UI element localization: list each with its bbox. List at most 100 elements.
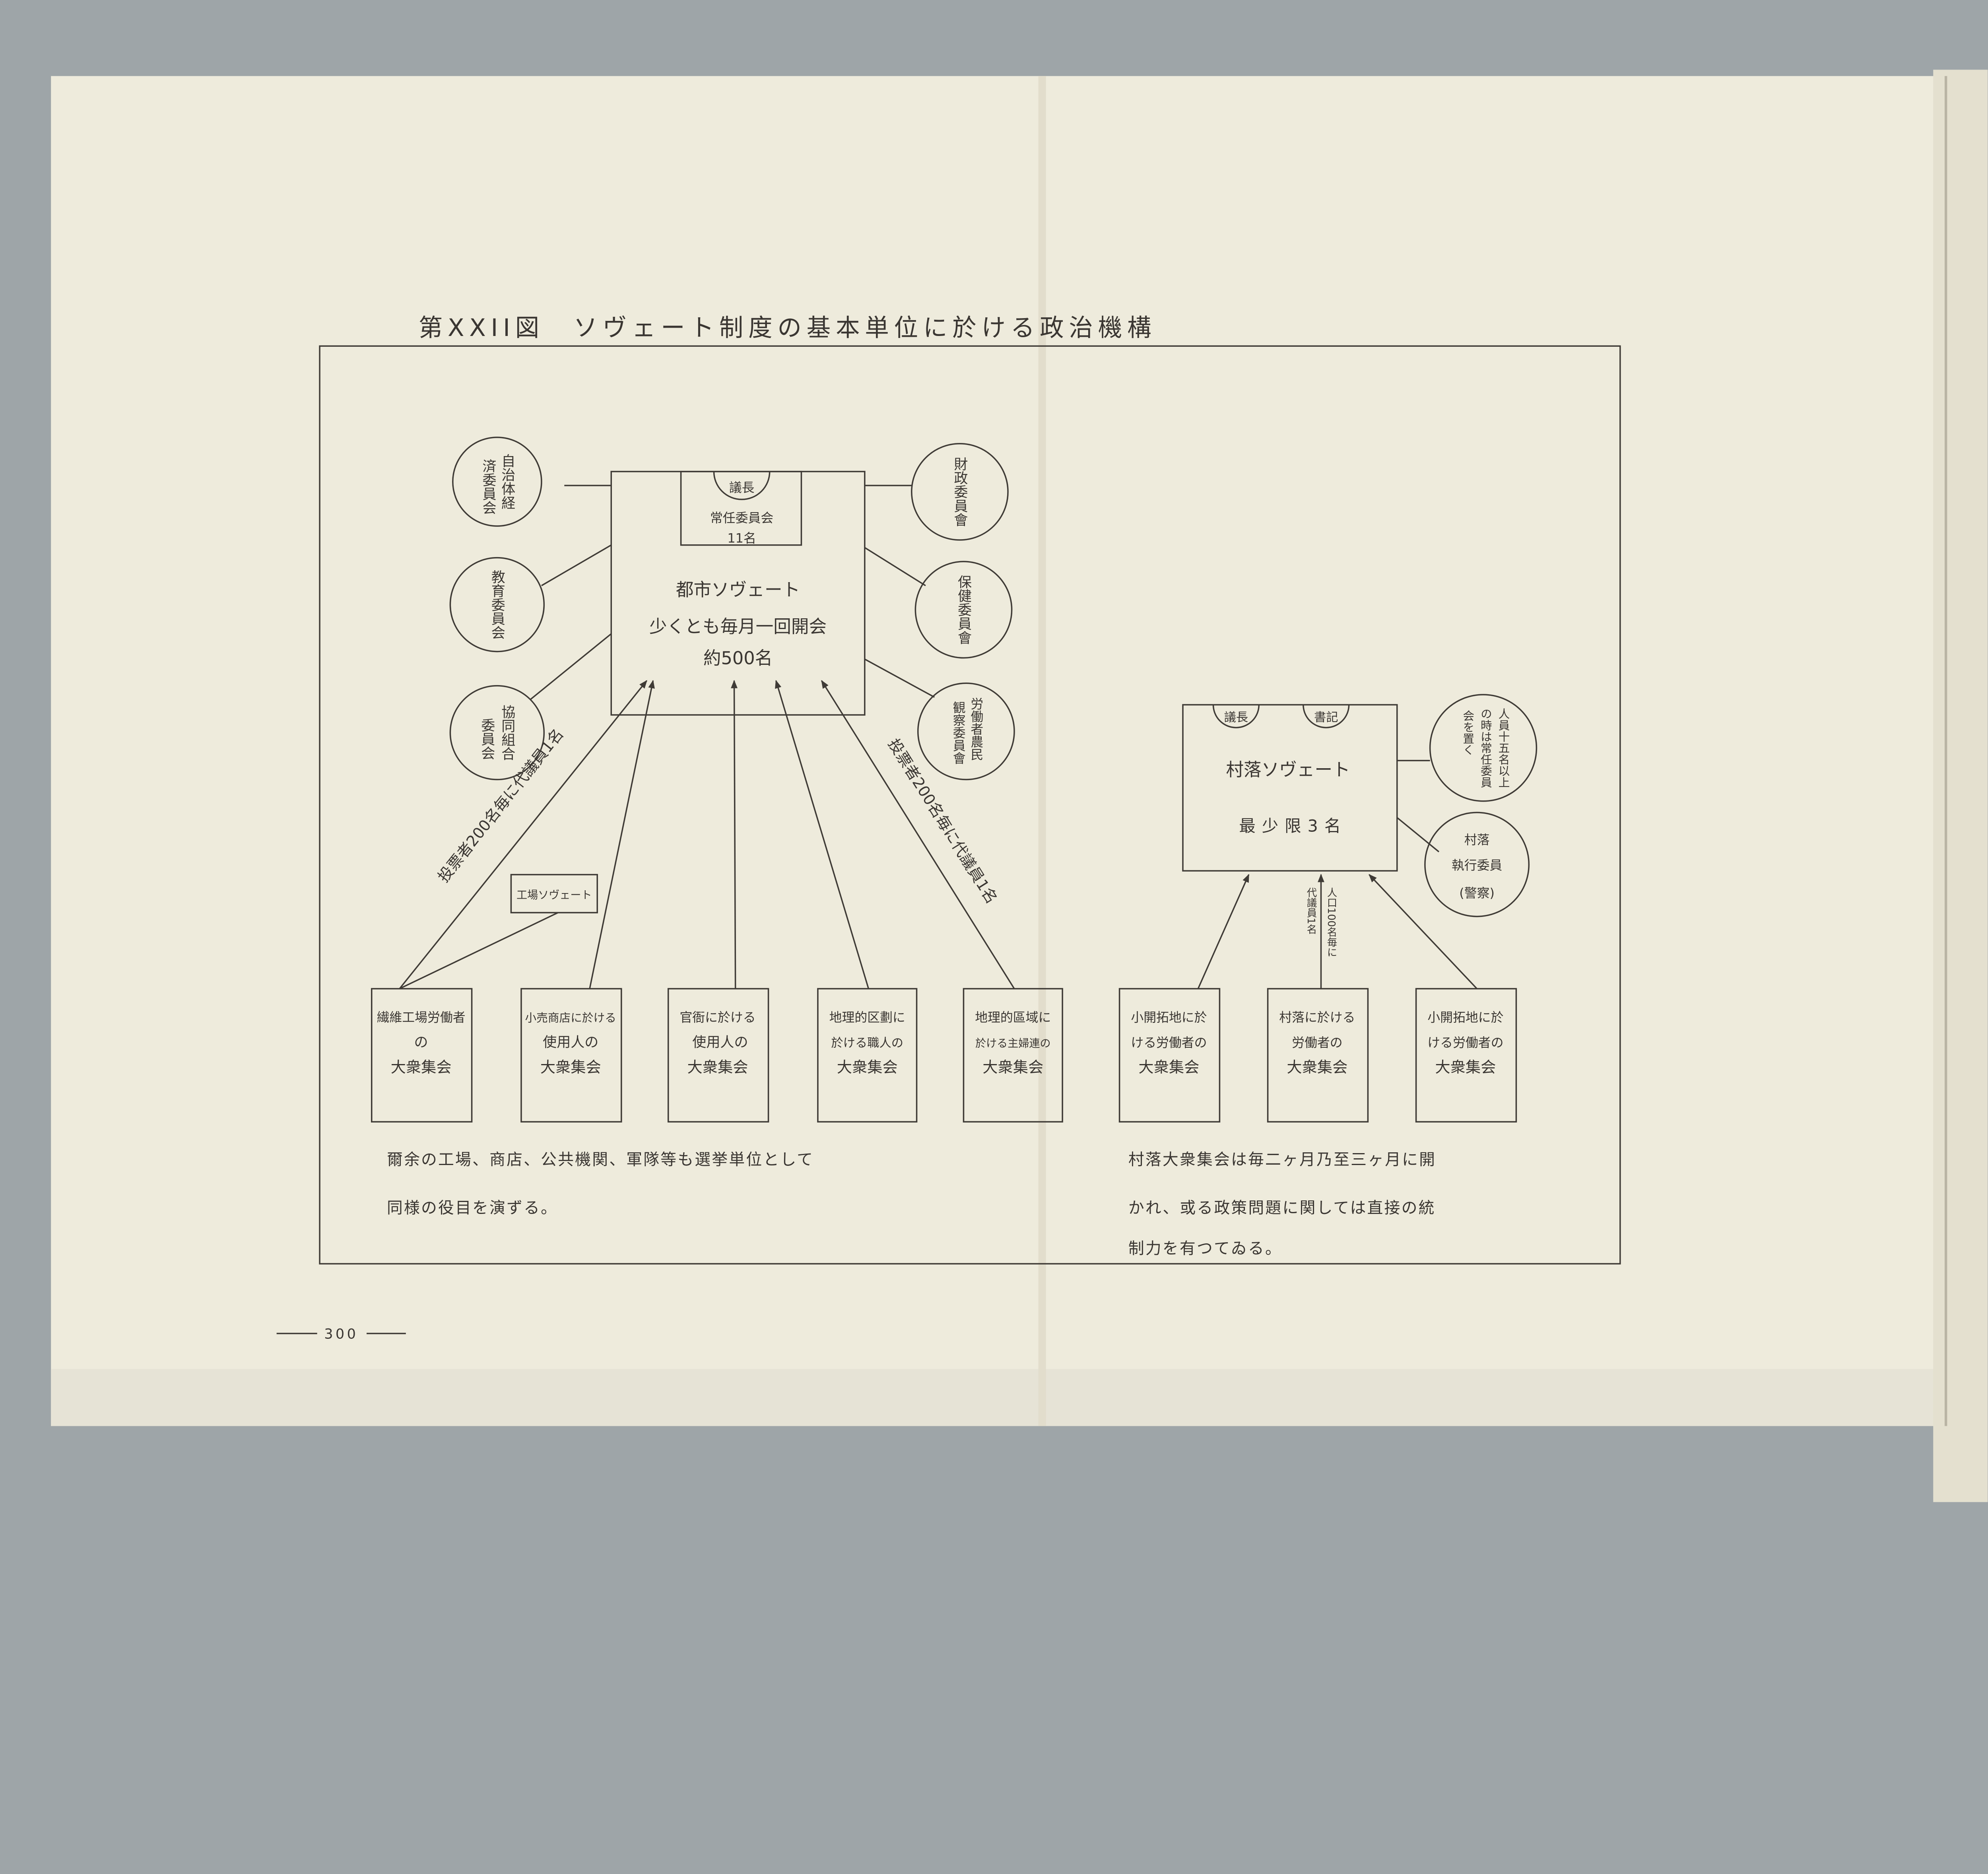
committee-text: 教育委員会 [489, 570, 505, 639]
assembly-text: 小開拓地に於 [1427, 1010, 1503, 1025]
connector-line [399, 912, 559, 990]
committee-text: 済委員会 [480, 459, 497, 515]
committee-text: 財政委員會 [951, 457, 968, 526]
assembly-text: 大衆集会 [1435, 1058, 1496, 1076]
city-soviet-meeting: 少くとも毎月一回開会 [649, 616, 827, 637]
standing-committee-count: 11名 [727, 530, 756, 546]
assembly-text: 大衆集会 [687, 1058, 748, 1076]
city-chair-label: 議長 [729, 480, 755, 495]
assembly-text: 大衆集会 [540, 1058, 601, 1076]
assembly-text: 大衆集会 [391, 1058, 452, 1076]
committee-text: 協同組合 [499, 705, 515, 760]
arrow-up [731, 680, 738, 989]
village-chair-label: 議長 [1224, 711, 1248, 724]
committee-circle-finance: 財政委員會 [911, 443, 1009, 541]
assembly-text: 地理的區域に [975, 1010, 1051, 1025]
village-soviet-name: 村落ソヴェート [1226, 759, 1350, 780]
village-secretary-label: 書記 [1314, 711, 1338, 724]
assembly-text: の [414, 1034, 428, 1051]
figure-frame [319, 345, 1621, 1265]
assembly-text: ける労働者の [1131, 1035, 1207, 1050]
village-vote-label-2: 代議員1名 [1305, 887, 1317, 934]
village-soviet-box: 議長 書記 村落ソヴェート 最少限3名 [1182, 704, 1398, 872]
assembly-text: 地理的区劃に [829, 1010, 905, 1025]
arrow-up [775, 680, 870, 989]
committee-text: の時は常任委員 [1479, 708, 1493, 788]
paper-lower-strip [51, 1369, 1946, 1426]
assembly-text: 大衆集会 [982, 1058, 1043, 1076]
assembly-box-textile-workers: 繊維工場労働者 の 大衆集会 [371, 988, 473, 1123]
assembly-text: 大衆集会 [837, 1058, 898, 1076]
committee-text: (警察) [1459, 886, 1495, 901]
committee-text: 観察委員會 [951, 701, 966, 765]
factory-soviet-box [510, 874, 598, 914]
arrow-up [399, 680, 647, 989]
factory-soviet-label: 工場ソヴェート [516, 889, 592, 901]
assembly-box-shop-employees: 小売商店に於ける 使用人の 大衆集会 [520, 988, 622, 1123]
city-soviet-name: 都市ソヴェート [676, 579, 800, 600]
arrow-up [1197, 874, 1250, 989]
note-right-line-3: 制力を有つてゐる。 [1128, 1239, 1282, 1258]
assembly-text: 大衆集会 [1138, 1058, 1199, 1076]
connector-line [864, 547, 926, 586]
assembly-text: 小開拓地に於 [1131, 1010, 1207, 1025]
document-page-scan: 第XXII図 ソヴェート制度の基本単位に於ける政治機構 議長 常任委員会 11名… [51, 70, 1988, 1502]
city-soviet-box: 議長 常任委員会 11名 都市ソヴェート 少くとも毎月一回開会 約500名 [610, 471, 866, 716]
connector-line [864, 658, 935, 698]
committee-text: 人員十五名以上 [1497, 708, 1510, 788]
assembly-text: 於ける職人の [831, 1036, 903, 1050]
chair-semicircle [1212, 705, 1260, 728]
assembly-text: 繊維工場労働者 [377, 1010, 466, 1025]
connector-line [1396, 817, 1440, 853]
standing-committee-label: 常任委員会 [710, 510, 773, 525]
committee-text: 労働者農民 [969, 697, 984, 761]
village-soviet-members: 最少限3名 [1239, 816, 1347, 835]
assembly-text: 使用人の [692, 1034, 748, 1051]
standing-committee-box [680, 471, 802, 546]
arrow-up [821, 680, 1015, 989]
assembly-box-settlement-workers-1: 小開拓地に於 ける労働者の 大衆集会 [1118, 988, 1221, 1123]
committee-circle-local-economy: 自治体経 済委員会 [452, 437, 542, 527]
committee-text: 村落 [1464, 832, 1490, 847]
note-left-line-2: 同様の役目を演ずる。 [387, 1199, 558, 1217]
assembly-text: 使用人の [543, 1034, 598, 1051]
note-right-line-2: かれ、或る政策問題に関しては直接の統 [1128, 1199, 1436, 1217]
page-number: 300 [324, 1326, 358, 1342]
next-page-edge [1933, 70, 1988, 1502]
chair-semicircle [713, 471, 771, 500]
secretary-semicircle [1303, 705, 1350, 728]
note-left-line-1: 爾余の工場、商店、公共機関、軍隊等も選挙単位として [387, 1151, 814, 1169]
note-right-line-1: 村落大衆集会は毎二ヶ月乃至三ヶ月に開 [1128, 1151, 1436, 1169]
assembly-text: 於ける主婦連の [975, 1037, 1051, 1050]
assembly-box-district-housewives: 地理的區域に 於ける主婦連の 大衆集会 [963, 988, 1063, 1123]
village-vote-label-1: 人口100名毎に [1325, 887, 1337, 957]
figure-title: 第XXII図 ソヴェート制度の基本単位に於ける政治機構 [419, 314, 1157, 342]
committee-circle-workers-peasants-inspection: 労働者農民 観察委員會 [917, 682, 1015, 781]
connector-line [530, 633, 612, 701]
village-standing-committee-circle: 人員十五名以上 の時は常任委員 会を置く [1429, 694, 1538, 802]
assembly-text: 村落に於ける [1279, 1010, 1355, 1025]
assembly-box-district-craftsmen: 地理的区劃に 於ける職人の 大衆集会 [817, 988, 918, 1123]
committee-circle-cooperative: 協同組合 委員会 [449, 685, 545, 781]
assembly-text: 大衆集会 [1287, 1058, 1347, 1076]
village-executive-committee-circle: 村落 執行委員 (警察) [1424, 812, 1530, 917]
connector-line [541, 544, 612, 586]
city-soviet-members: 約500名 [703, 648, 773, 668]
assembly-box-government-employees: 官衙に於ける 使用人の 大衆集会 [667, 988, 769, 1123]
committee-text: 保健委員會 [955, 575, 972, 645]
assembly-text: ける労働者の [1427, 1035, 1503, 1050]
assembly-text: 労働者の [1292, 1035, 1342, 1050]
committee-circle-health: 保健委員會 [914, 561, 1013, 659]
committee-text: 執行委員 [1452, 858, 1502, 873]
committee-text: 自治体経 [499, 454, 515, 509]
assembly-box-settlement-workers-2: 小開拓地に於 ける労働者の 大衆集会 [1415, 988, 1517, 1123]
assembly-text: 小売商店に於ける [525, 1011, 616, 1024]
assembly-box-village-workers: 村落に於ける 労働者の 大衆集会 [1267, 988, 1369, 1123]
arrow-up [589, 680, 655, 989]
assembly-text: 官衙に於ける [679, 1010, 755, 1025]
committee-circle-education: 教育委員会 [449, 557, 545, 653]
arrow-up [1369, 874, 1477, 989]
committee-text: 委員会 [479, 718, 495, 760]
paper-sheet [51, 76, 1946, 1426]
committee-text: 会を置く [1461, 710, 1475, 755]
